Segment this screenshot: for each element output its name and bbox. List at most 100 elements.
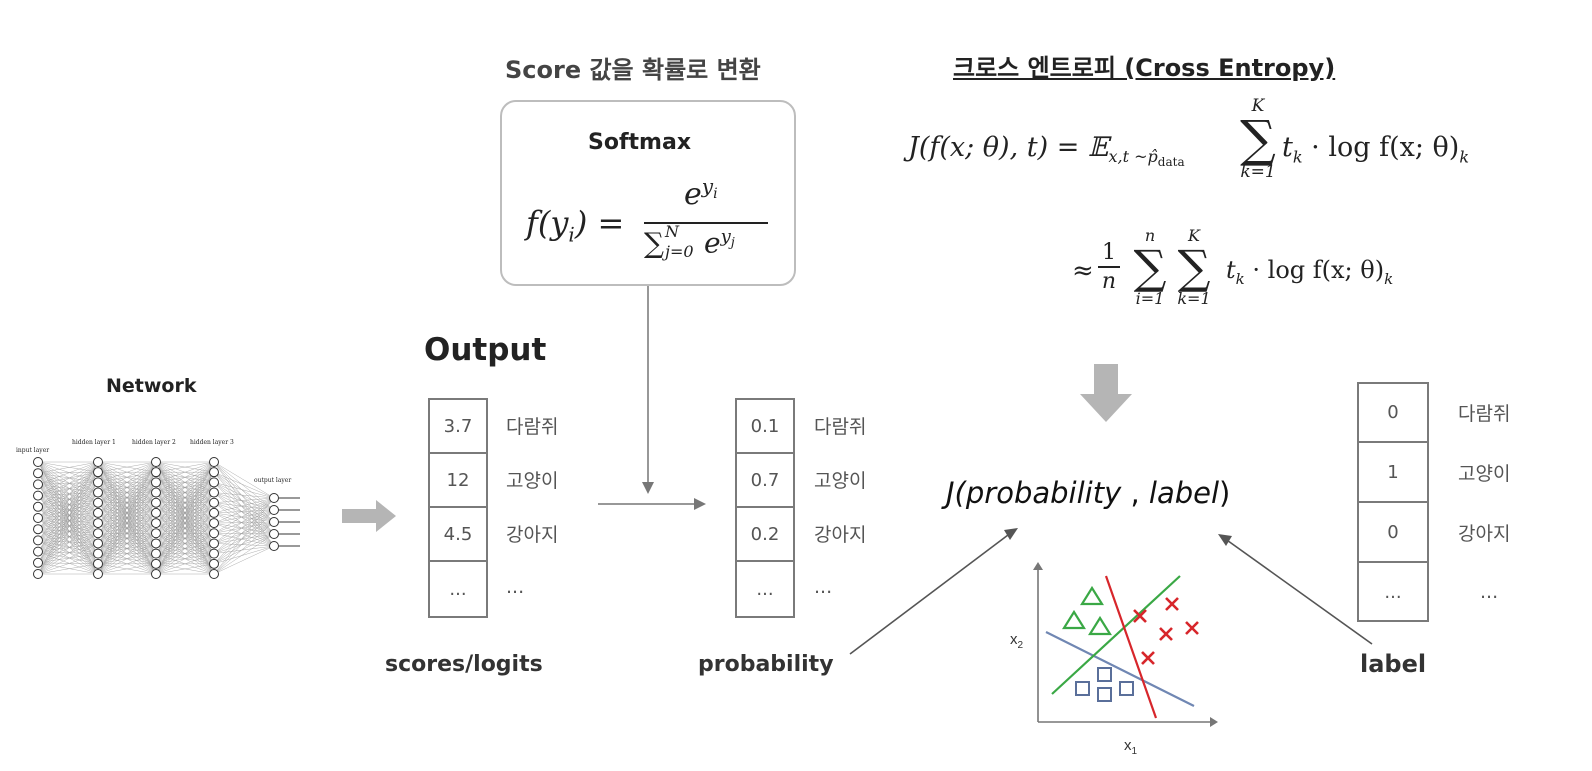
network-edge: [37, 482, 99, 519]
network-edge: [155, 472, 215, 575]
scores-caption: scores/logits: [385, 652, 543, 677]
network-edge: [213, 509, 275, 534]
network-edge: [37, 492, 99, 507]
network-title: Network: [106, 375, 197, 397]
network-edge: [37, 461, 99, 563]
label-to-loss-arrow: [1218, 534, 1373, 645]
network-edge: [213, 521, 275, 544]
label-cell: ...: [1384, 582, 1402, 603]
score-cell: 12: [430, 454, 486, 508]
sum-k-1: K ∑ k=1: [1240, 96, 1276, 182]
probability-to-loss-arrow: [849, 528, 1018, 655]
network-edge: [213, 521, 275, 575]
network-edge: [37, 495, 99, 544]
network-edge: [213, 497, 275, 503]
network-edge: [213, 497, 275, 514]
network-node: [33, 546, 43, 557]
network-layer-label: hidden layer 1: [72, 439, 116, 446]
network-edge: [37, 533, 99, 563]
network-edge: [213, 482, 275, 499]
network-edge: [37, 471, 99, 485]
sum-i-1: n ∑ i=1: [1133, 226, 1167, 308]
network-node: [93, 518, 103, 529]
network-edge: [37, 492, 99, 530]
network-edge: [37, 484, 99, 534]
network-edge: [97, 461, 157, 575]
class-label: ...: [506, 576, 525, 598]
network-node: [151, 487, 161, 498]
network-edge: [213, 533, 275, 547]
y-axis-label: x2: [1010, 631, 1024, 651]
label-class-labels: 다람쥐 고양이 강아지 ...: [1458, 382, 1510, 622]
network-edge: [37, 502, 99, 563]
network-edge: [213, 545, 275, 565]
network-edge: [37, 543, 99, 563]
network-edge: [37, 563, 99, 575]
network-edge: [37, 522, 99, 563]
network-layer-label: hidden layer 3: [190, 439, 234, 446]
network-edge: [97, 461, 157, 534]
network-edge: [155, 482, 215, 575]
score-to-probability-title: Score 값을 확률로 변환: [505, 56, 761, 84]
network-node: [209, 477, 219, 488]
network-edge: [97, 533, 157, 575]
network-edge: [37, 492, 99, 519]
network-node: [93, 497, 103, 508]
softmax-label: Softmax: [588, 130, 692, 155]
label-cell: 0: [1359, 503, 1427, 563]
network-node: [269, 505, 279, 515]
network-edge: [213, 497, 275, 554]
network-edge: [37, 533, 99, 575]
network-edge: [37, 502, 99, 575]
class-label: ...: [814, 576, 833, 598]
network-node: [93, 457, 103, 467]
network-edge: [37, 517, 99, 554]
network-node: [151, 507, 161, 518]
network-edge: [213, 492, 275, 499]
network-edge: [213, 509, 275, 575]
network-node: [93, 538, 103, 549]
network-edge: [37, 461, 99, 575]
network-node: [33, 468, 43, 479]
cross-entropy-term-1: tk · log f(x; θ)k: [1282, 132, 1470, 167]
network-edge: [213, 521, 275, 534]
network-node: [151, 457, 161, 467]
network-edge: [97, 461, 157, 514]
network-edge: [213, 533, 275, 554]
network-edge: [213, 497, 275, 534]
network-edge: [213, 461, 275, 511]
network-edge: [37, 461, 99, 541]
network-edge: [37, 522, 99, 530]
network-node: [209, 507, 219, 518]
network-node: [93, 477, 103, 488]
network-edge: [37, 517, 99, 534]
network-edge: [97, 461, 157, 554]
softmax-box: [500, 100, 796, 286]
network-node: [209, 548, 219, 559]
network-edge: [37, 492, 99, 563]
network-edge: [97, 461, 157, 524]
network-edge: [155, 461, 215, 575]
network-edge: [37, 492, 99, 496]
network-edge: [213, 471, 275, 499]
network-node: [151, 497, 161, 508]
label-caption: label: [1360, 650, 1427, 678]
network-edge: [37, 495, 99, 534]
network-node: [33, 557, 43, 568]
network-edge: [213, 509, 275, 544]
formula-to-loss-arrow: [1080, 364, 1132, 422]
network-layer-label: hidden layer 2: [132, 439, 176, 446]
network-edge: [37, 502, 99, 507]
network-edge: [37, 484, 99, 554]
network-node: [33, 524, 43, 535]
network-node: [151, 538, 161, 549]
label-cell: 0: [1359, 384, 1427, 443]
network-node: [209, 528, 219, 539]
network-edge: [97, 482, 157, 575]
network-edge: [97, 461, 157, 544]
class-label: 강아지: [1458, 522, 1511, 545]
network-edge: [37, 506, 99, 524]
network-edge: [213, 461, 275, 499]
green-boundary-line: [1051, 575, 1181, 695]
